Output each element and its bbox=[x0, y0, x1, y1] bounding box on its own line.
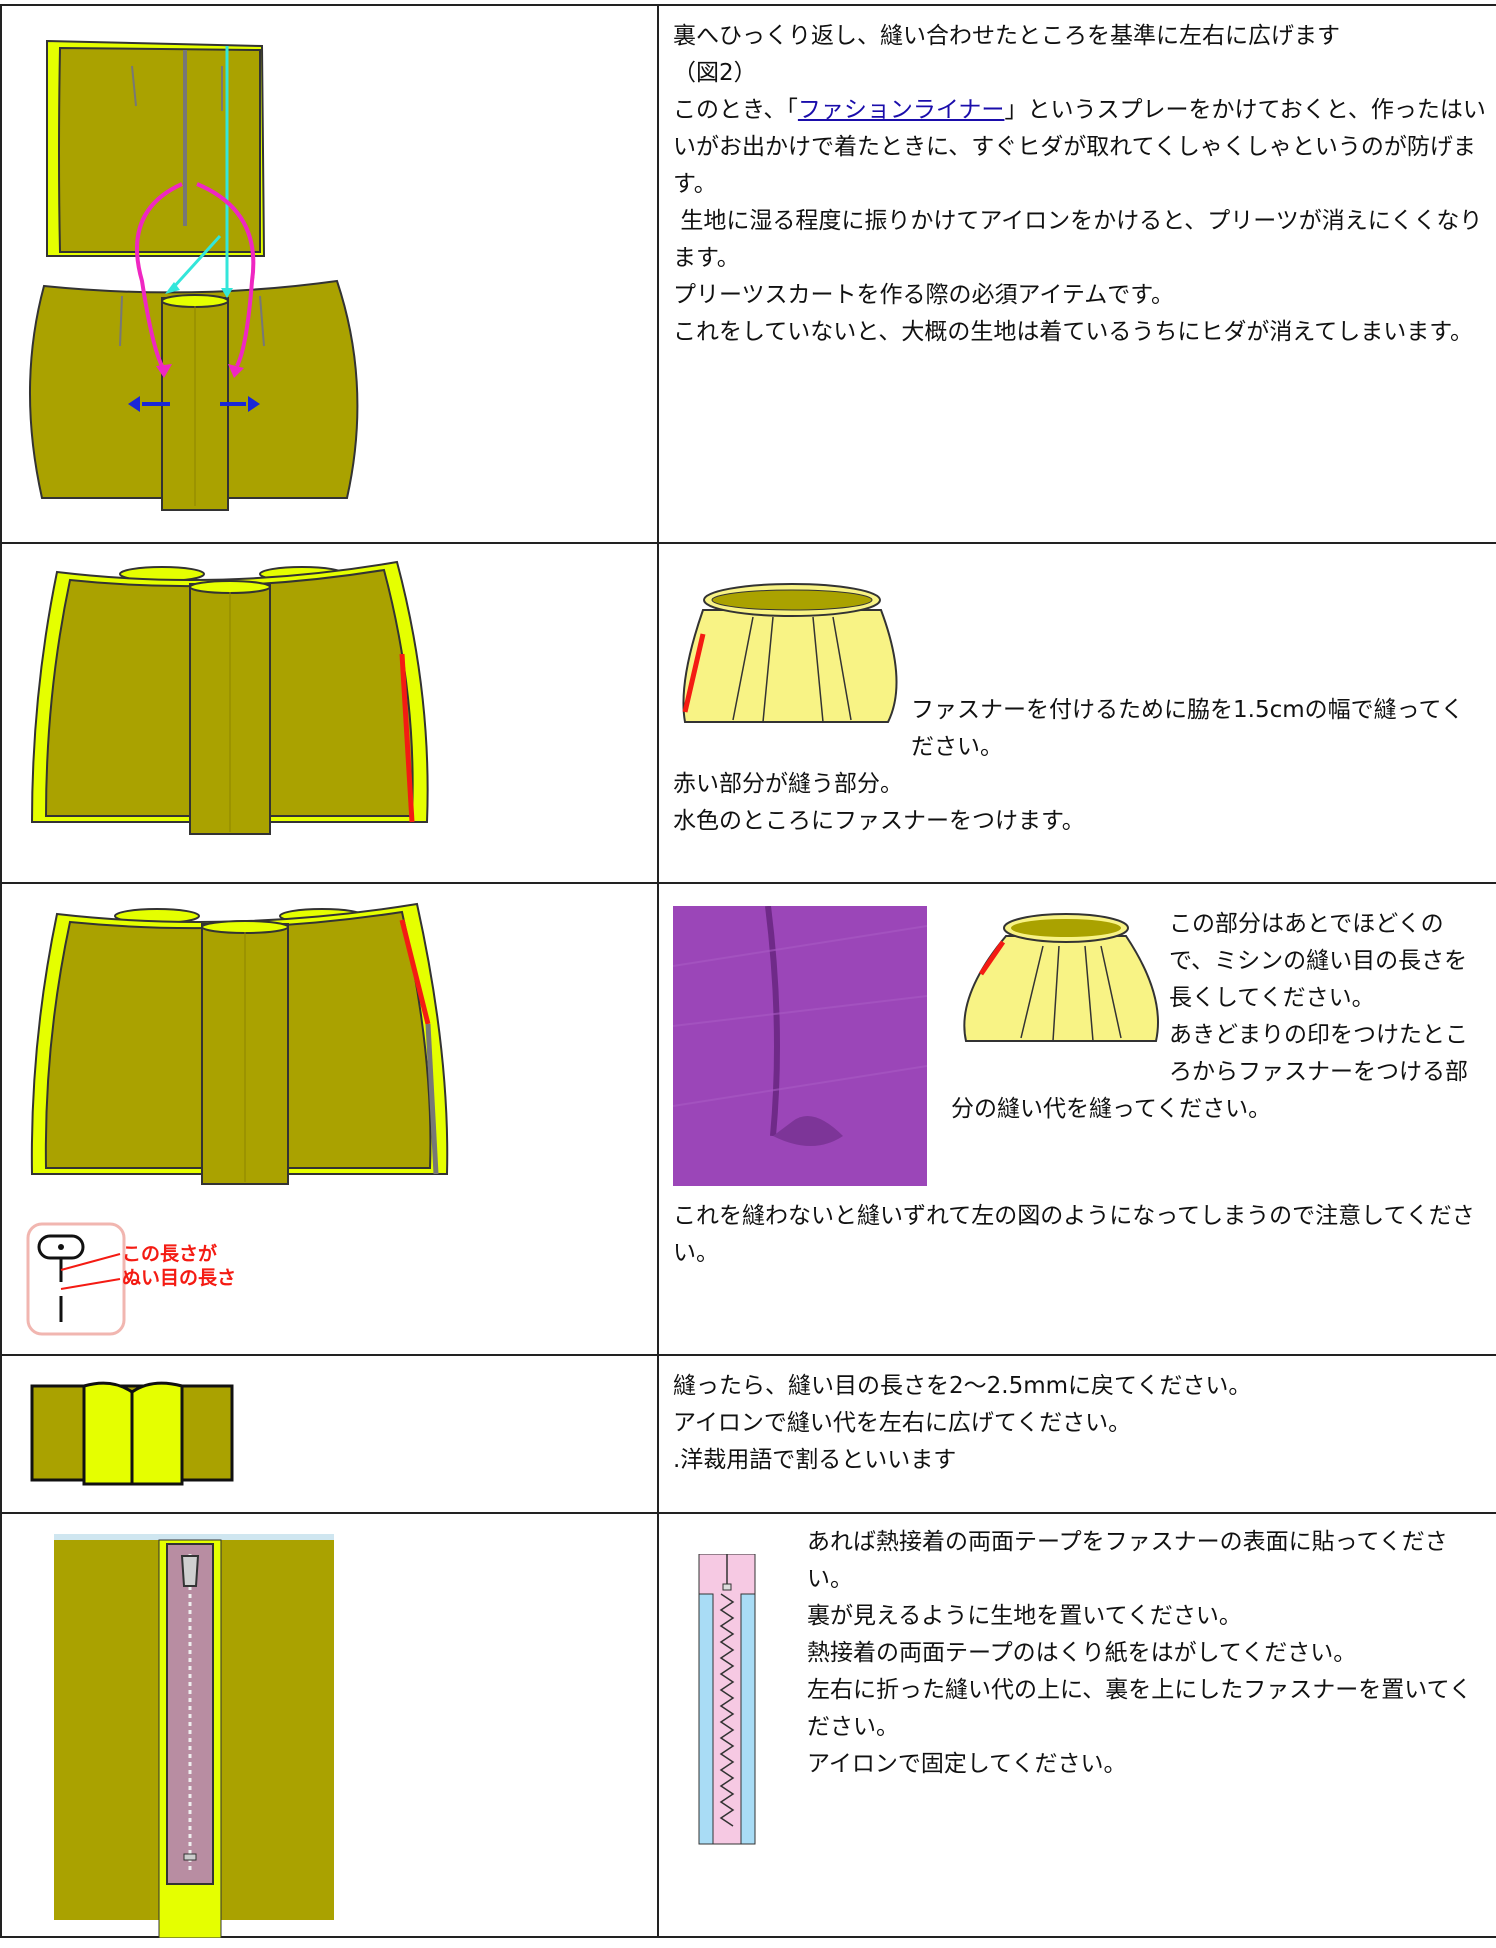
step-5-line-1: あれば熱接着の両面テープをファスナーの表面に貼ってください。 bbox=[807, 1529, 1448, 1592]
step-5-figure-cell bbox=[0, 1512, 659, 1938]
step-4-figure-cell bbox=[0, 1354, 659, 1514]
step-row-5: あれば熱接着の両面テープをファスナーの表面に貼ってください。 裏が見えるように生… bbox=[0, 1512, 1496, 1938]
step-1-line-3b: 」というスプレーをかけておくと、作ったはいいがお出かけで着たときに、すぐヒダが取… bbox=[673, 97, 1486, 197]
step-2-line-1: ファスナーを付けるために脇を1.5cmの幅で縫ってください。 bbox=[911, 697, 1464, 760]
figure-pleated-skirt-red-small bbox=[951, 906, 1169, 1068]
step-5-line-3: 熱接着の両面テープのはくり紙をはがしてください。 bbox=[807, 1640, 1357, 1666]
stitch-length-label-2: ぬい目の長さ bbox=[122, 1267, 237, 1289]
step-5-line-4: 左右に折った縫い代の上に、裏を上にしたファスナーを置いてください。 bbox=[807, 1677, 1472, 1740]
step-1-figure-cell bbox=[0, 4, 659, 544]
figure-seam-open bbox=[2, 1356, 659, 1514]
step-1-line-2: （図2） bbox=[673, 60, 757, 86]
instruction-table: 裏へひっくり返し、縫い合わせたところを基準に左右に広げます （図2） このとき、… bbox=[0, 4, 1496, 1938]
stitch-length-label: この長さが ぬい目の長さ bbox=[122, 1242, 236, 1290]
step-1-line-5: プリーツスカートを作る際の必須アイテムです。 bbox=[673, 282, 1174, 308]
figure-skirt-fold-open bbox=[2, 6, 659, 544]
step-3-figure-cell: この長さが ぬい目の長さ bbox=[0, 882, 659, 1356]
stitch-length-label-1: この長さが bbox=[122, 1243, 218, 1265]
step-1-line-1: 裏へひっくり返し、縫い合わせたところを基準に左右に広げます bbox=[673, 23, 1340, 49]
figure-pleated-skirt-small bbox=[673, 572, 911, 742]
step-5-text-cell: あれば熱接着の両面テープをファスナーの表面に貼ってください。 裏が見えるように生… bbox=[657, 1512, 1496, 1938]
step-5-line-2: 裏が見えるように生地を置いてください。 bbox=[807, 1603, 1242, 1629]
fashion-liner-link[interactable]: ファションライナー bbox=[797, 97, 1005, 123]
step-3-line-2: あきどまりの印をつけたところからファスナーをつける部分の縫い代を縫ってください。 bbox=[951, 1022, 1468, 1122]
figure-skirt-basting: この長さが ぬい目の長さ bbox=[2, 884, 659, 1356]
step-row-2: ファスナーを付けるために脇を1.5cmの幅で縫ってください。 赤い部分が縫う部分… bbox=[0, 542, 1496, 884]
step-2-figure-cell bbox=[0, 542, 659, 884]
step-1-line-4: 生地に湿る程度に振りかけてアイロンをかけると、プリーツが消えにくくなります。 bbox=[673, 203, 1486, 277]
figure-zipper-placement bbox=[2, 1514, 659, 1938]
step-1-line-3: このとき、「ファションライナー」というスプレーをかけておくと、作ったはいいがお出… bbox=[673, 92, 1486, 203]
step-1-line-6: これをしていないと、大概の生地は着ているうちにヒダが消えてしまいます。 bbox=[673, 319, 1473, 345]
step-2-text-cell: ファスナーを付けるために脇を1.5cmの幅で縫ってください。 赤い部分が縫う部分… bbox=[657, 542, 1496, 884]
photo-purple-fabric bbox=[672, 905, 928, 1198]
step-row-3: この長さが ぬい目の長さ bbox=[0, 882, 1496, 1356]
figure-zipper-tape bbox=[695, 1553, 759, 1858]
step-5-line-5: アイロンで固定してください。 bbox=[807, 1751, 1127, 1777]
step-4-line-2: アイロンで縫い代を左右に広げてください。 bbox=[673, 1410, 1132, 1436]
step-1-line-4-text: 生地に湿る程度に振りかけてアイロンをかけると、プリーツが消えにくくなります。 bbox=[673, 208, 1483, 271]
step-4-line-3: .洋裁用語で割るといいます bbox=[673, 1447, 957, 1473]
step-row-4: 縫ったら、縫い目の長さを2～2.5mmに戻てください。 アイロンで縫い代を左右に… bbox=[0, 1354, 1496, 1514]
figure-skirt-side-seam bbox=[2, 544, 659, 884]
step-2-line-2: 赤い部分が縫う部分。 bbox=[673, 771, 903, 797]
step-row-1: 裏へひっくり返し、縫い合わせたところを基準に左右に広げます （図2） このとき、… bbox=[0, 4, 1496, 544]
step-1-line-3a: このとき、「 bbox=[673, 97, 798, 123]
step-1-text-cell: 裏へひっくり返し、縫い合わせたところを基準に左右に広げます （図2） このとき、… bbox=[657, 4, 1496, 544]
step-3-line-3: これを縫わないと縫いずれて左の図のようになってしまうので注意してください。 bbox=[673, 1203, 1475, 1266]
step-3-line-1: この部分はあとでほどくので、ミシンの縫い目の長さを長くしてください。 bbox=[1169, 911, 1468, 1011]
step-3-text-cell: この部分はあとでほどくので、ミシンの縫い目の長さを長くしてください。 あきどまり… bbox=[657, 882, 1496, 1356]
step-4-line-1: 縫ったら、縫い目の長さを2～2.5mmに戻てください。 bbox=[673, 1373, 1252, 1399]
step-4-text-cell: 縫ったら、縫い目の長さを2～2.5mmに戻てください。 アイロンで縫い代を左右に… bbox=[657, 1354, 1496, 1514]
step-2-line-3: 水色のところにファスナーをつけます。 bbox=[673, 808, 1085, 834]
